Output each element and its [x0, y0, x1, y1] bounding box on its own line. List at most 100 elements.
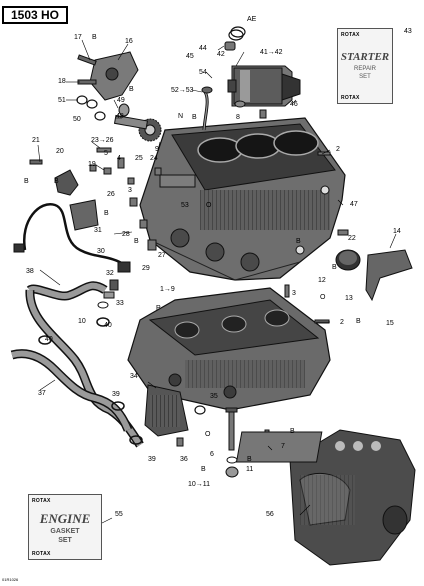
lub-symbol: P	[156, 305, 161, 312]
callout-8: 8	[236, 114, 240, 121]
kit-line2: SET	[58, 537, 72, 544]
callout-47: 47	[350, 201, 358, 208]
ring-gear	[113, 103, 162, 142]
alt-symbol: O	[206, 202, 212, 209]
callout-35: 35	[210, 393, 218, 400]
starter-bracket-part	[224, 26, 246, 51]
callout-12: 12	[318, 277, 326, 284]
callout-40b: 40	[45, 336, 53, 343]
callout-20: 20	[56, 148, 64, 155]
callout-41-42: 41→42	[260, 49, 283, 56]
callout-36: 36	[180, 456, 188, 463]
diagram-title: 1503 HO	[10, 8, 60, 22]
callout-n: N	[178, 113, 184, 120]
oil-symbol: B	[247, 456, 252, 463]
connector	[13, 243, 25, 253]
alt-symbol: O	[205, 431, 211, 438]
callout-50: 50	[73, 116, 81, 123]
callout-22: 22	[348, 235, 356, 242]
hoses	[10, 281, 144, 448]
callout-27: 27	[158, 252, 166, 259]
oil-symbol: B	[104, 210, 109, 217]
callout-54: 54	[199, 69, 207, 76]
oil-symbol: B	[129, 86, 134, 93]
kit-line1: GASKET	[50, 528, 80, 535]
crankcase-lower	[127, 287, 331, 411]
callout-30: 30	[97, 248, 105, 255]
kit-brand: ROTAX	[32, 498, 51, 504]
callout-40: 40	[104, 322, 112, 329]
callout-9: 9	[155, 146, 159, 153]
callout-53: 53	[181, 202, 189, 209]
kit-brand-bottom: ROTAX	[341, 95, 360, 101]
callout-28: 28	[122, 231, 130, 238]
callout-29: 29	[142, 265, 150, 272]
sensor-bracket	[29, 159, 99, 231]
callout-10: 10	[78, 318, 86, 325]
oil-symbol: B	[134, 238, 139, 245]
callout-16: 16	[125, 38, 133, 45]
kit-line1: REPAIR	[354, 66, 376, 72]
reference-code: 01R1026	[2, 577, 19, 582]
callout-6: 6	[210, 451, 214, 458]
callout-17: 17	[74, 34, 82, 41]
oil-symbol: B	[332, 264, 337, 271]
callout-25: 25	[135, 155, 143, 162]
callout-39b: 39	[148, 456, 156, 463]
oil-symbol: B	[290, 428, 295, 435]
callout-39: 39	[112, 391, 120, 398]
callout-1-9: 1→9	[160, 286, 175, 293]
alt-symbol: O	[320, 294, 326, 301]
starter-motor	[227, 65, 301, 108]
callout-23-26: 23→26	[91, 137, 114, 144]
kit-brand: ROTAX	[341, 32, 360, 38]
callout-2b: 2	[340, 319, 344, 326]
callout-45: 45	[186, 53, 194, 60]
callout-46: 46	[290, 101, 298, 108]
callout-3b: 3	[292, 290, 296, 297]
complete-engine	[235, 429, 416, 566]
callout-38: 38	[26, 268, 34, 275]
diagram-title-box: 1503 HO	[2, 6, 68, 24]
callout-13: 13	[345, 295, 353, 302]
callout-33: 33	[116, 300, 124, 307]
washers-group	[76, 95, 106, 121]
callout-52-53: 52→53	[171, 87, 194, 94]
callout-14: 14	[393, 228, 401, 235]
oil-symbol: B	[54, 178, 59, 185]
engine-bracket	[77, 51, 139, 101]
sensor	[117, 261, 131, 273]
callout-5: 5	[104, 150, 108, 157]
callout-ae: AE	[247, 16, 257, 23]
callout-32: 32	[106, 270, 114, 277]
oil-symbol: B	[356, 318, 361, 325]
callout-44: 44	[199, 45, 207, 52]
oil-cap	[335, 249, 413, 302]
leader-lines	[37, 39, 397, 526]
oil-symbol: B	[92, 34, 97, 41]
callout-15: 15	[386, 320, 394, 327]
dipstick-tube	[201, 86, 213, 131]
callout-18: 18	[58, 78, 66, 85]
callout-3: 3	[128, 187, 132, 194]
misc-fittings	[89, 109, 349, 324]
callout-11: 11	[246, 466, 254, 473]
callout-10-11: 10→11	[188, 481, 211, 488]
callout-2: 2	[336, 146, 340, 153]
kit-name: ENGINE	[39, 511, 91, 526]
callout-26: 26	[107, 191, 115, 198]
kit-name: STARTER	[340, 51, 390, 63]
callout-21: 21	[32, 137, 40, 144]
callout-31: 31	[94, 227, 102, 234]
callout-49: 49	[117, 97, 125, 104]
wiring-harness	[22, 203, 126, 267]
callout-51: 51	[58, 97, 66, 104]
callout-42: 42	[217, 51, 225, 58]
oil-cooler	[144, 384, 206, 437]
oil-symbol: B	[201, 466, 206, 473]
callout-19: 19	[88, 161, 96, 168]
callout-48: 48	[116, 113, 124, 120]
oil-symbol: B	[192, 114, 197, 121]
